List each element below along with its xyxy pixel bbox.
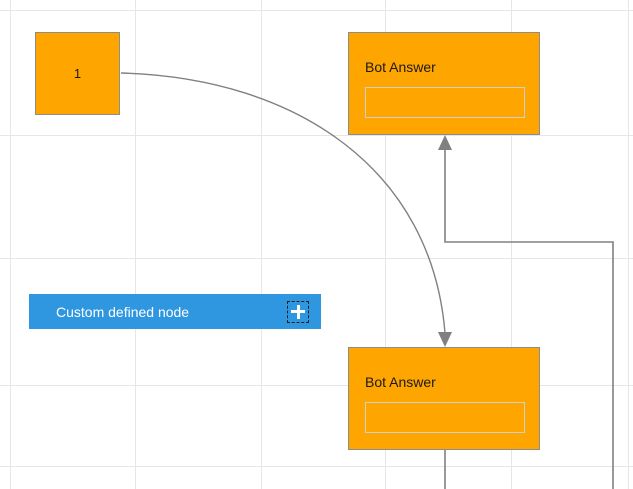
node-bot-answer-top-slot[interactable] — [365, 87, 525, 118]
node-bot-answer-bottom-slot[interactable] — [365, 402, 525, 433]
node-1-label: 1 — [73, 66, 82, 81]
node-bot-answer-bottom-title: Bot Answer — [365, 374, 436, 390]
node-1[interactable]: 1 — [35, 32, 120, 115]
node-bot-answer-top[interactable]: Bot Answer — [348, 32, 540, 135]
custom-defined-node-label: Custom defined node — [56, 303, 190, 320]
plus-icon[interactable] — [287, 300, 309, 323]
node-bot-answer-top-title: Bot Answer — [365, 59, 436, 75]
node-bot-answer-bottom[interactable]: Bot Answer — [348, 347, 540, 450]
edge-node1-to-bottom-arrowhead — [438, 332, 452, 347]
edge-loop-to-top-arrowhead — [438, 135, 452, 150]
edge-node1-to-bottom[interactable] — [120, 72, 446, 334]
edge-loop-to-top[interactable] — [444, 149, 614, 489]
custom-defined-node-bar[interactable]: Custom defined node — [29, 294, 321, 329]
plus-icon-vertical-stroke — [296, 304, 300, 319]
